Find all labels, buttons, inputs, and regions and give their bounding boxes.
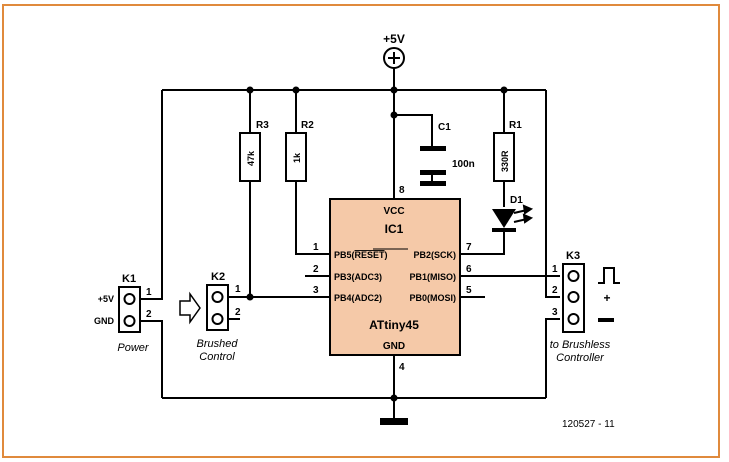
input-arrow-icon bbox=[179, 291, 201, 325]
ic1-pin1-label: PB5(RESET) bbox=[334, 250, 388, 260]
ground-symbol bbox=[380, 418, 408, 425]
r1-value: 330R bbox=[500, 150, 510, 172]
ic1-pin5-num: 5 bbox=[466, 285, 472, 296]
ic1-pin1-num: 1 bbox=[313, 242, 319, 253]
c1-ref: C1 bbox=[438, 122, 451, 133]
k1-caption: Power bbox=[117, 342, 150, 354]
ic1-body bbox=[329, 198, 461, 356]
c1-value: 100n bbox=[452, 159, 475, 170]
k3-pin3: 3 bbox=[552, 307, 558, 318]
resistor-r2: R2 1k bbox=[285, 120, 314, 182]
ic1-pin1-label-post: ) bbox=[385, 250, 388, 260]
resistor-r3: R3 47k bbox=[239, 120, 269, 182]
ic1-pin1-label-pre: PB5( bbox=[334, 250, 355, 260]
k1-pin1: 1 bbox=[146, 287, 152, 298]
ic1-pin6-num: 6 bbox=[466, 264, 472, 275]
k3-plus: + bbox=[603, 291, 610, 305]
ic1-pin6-label: PB1(MISO) bbox=[409, 272, 456, 282]
k2-pin2: 2 bbox=[235, 307, 241, 318]
r2-value: 1k bbox=[292, 152, 302, 163]
connector-k1: K1 1 2 +5V GND Power bbox=[94, 273, 152, 354]
led-light-arrows bbox=[513, 204, 534, 224]
k3-ref: K3 bbox=[566, 250, 580, 262]
minus-icon bbox=[598, 318, 614, 322]
ic1-pin7-label: PB2(SCK) bbox=[413, 250, 456, 260]
k3-caption1: to Brushless bbox=[550, 339, 611, 351]
connector-k3: K3 1 2 3 + to Brushless Controller bbox=[550, 250, 620, 364]
ic1: VCC IC1 ATtiny45 GND 8 4 1 PB5(RESET) 2 … bbox=[313, 185, 472, 373]
r1-ref: R1 bbox=[509, 120, 522, 131]
ic1-pin-vcc-num: 8 bbox=[399, 185, 405, 196]
wires bbox=[140, 68, 560, 418]
connector-k2: K2 1 2 Brushed Control bbox=[179, 271, 241, 363]
k1-ref: K1 bbox=[122, 273, 136, 285]
ic1-vcc-label: VCC bbox=[383, 206, 404, 217]
supply-symbol: +5V bbox=[383, 32, 405, 69]
k3-pin2: 2 bbox=[552, 285, 558, 296]
r2-ref: R2 bbox=[301, 120, 314, 131]
ic1-pin1-label-over: RESET bbox=[355, 250, 386, 260]
r3-value: 47k bbox=[246, 150, 256, 166]
ic1-pin7-num: 7 bbox=[466, 242, 472, 253]
k3-caption2: Controller bbox=[556, 352, 605, 364]
capacitor-c1: C1 100n bbox=[420, 122, 475, 186]
junctions bbox=[246, 86, 508, 402]
ic1-pin2-label: PB3(ADC3) bbox=[334, 272, 382, 282]
k2-caption2: Control bbox=[199, 351, 235, 363]
d1-ref: D1 bbox=[510, 195, 523, 206]
ic1-pin3-num: 3 bbox=[313, 285, 319, 296]
figure-id: 120527 - 11 bbox=[562, 419, 615, 430]
ic1-pin5-label: PB0(MOSI) bbox=[409, 293, 456, 303]
k1-sig2: GND bbox=[94, 316, 115, 326]
k2-ref: K2 bbox=[211, 271, 225, 283]
k1-sig1: +5V bbox=[98, 294, 114, 304]
ic1-part: ATtiny45 bbox=[369, 318, 419, 332]
frame bbox=[2, 4, 720, 458]
k2-caption1: Brushed bbox=[197, 338, 239, 350]
led-d1: D1 bbox=[492, 195, 534, 232]
pulse-icon bbox=[598, 267, 620, 284]
k2-pin1: 1 bbox=[235, 284, 241, 295]
r3-ref: R3 bbox=[256, 120, 269, 131]
resistor-r1: R1 330R bbox=[493, 120, 522, 182]
ic1-pin-gnd-num: 4 bbox=[399, 362, 405, 373]
ic1-pin3-label: PB4(ADC2) bbox=[334, 293, 382, 303]
ic1-pin2-num: 2 bbox=[313, 264, 319, 275]
ic1-gnd-label: GND bbox=[383, 341, 405, 352]
k3-pin1: 1 bbox=[552, 264, 558, 275]
supply-label: +5V bbox=[383, 32, 405, 46]
plus-circle-icon bbox=[383, 47, 405, 69]
ic1-ref: IC1 bbox=[385, 222, 404, 236]
k1-pin2: 2 bbox=[146, 309, 152, 320]
